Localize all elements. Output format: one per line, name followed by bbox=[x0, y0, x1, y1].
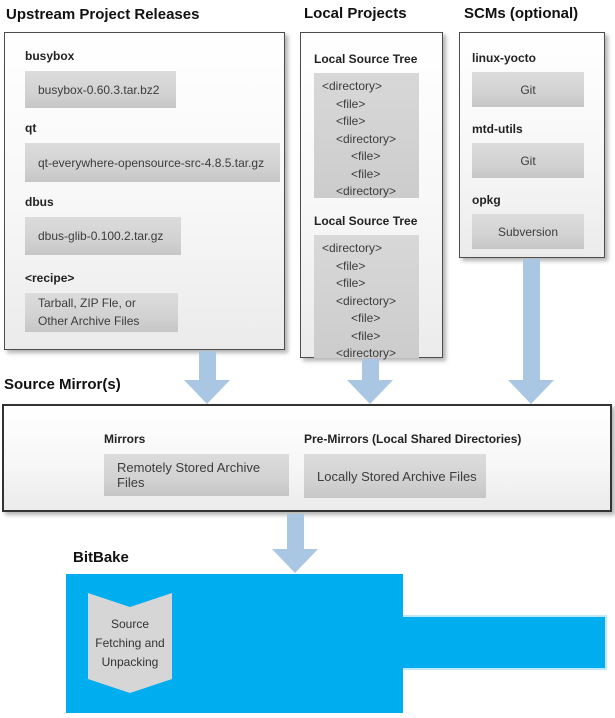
scms-panel: linux-yocto Git mtd-utils Git opkg Subve… bbox=[459, 32, 605, 258]
scm-box: Git bbox=[472, 72, 584, 107]
upstream-title: Upstream Project Releases bbox=[6, 6, 200, 23]
scm-label: opkg bbox=[472, 193, 501, 207]
tree-line: <file> bbox=[351, 311, 381, 325]
source-mirrors-title: Source Mirror(s) bbox=[4, 376, 121, 393]
package-archive-box: qt-everywhere-opensource-src-4.8.5.tar.g… bbox=[25, 143, 280, 182]
source-tree-label: Local Source Tree bbox=[314, 214, 418, 228]
scms-title: SCMs (optional) bbox=[464, 5, 579, 22]
arrow-head bbox=[272, 549, 318, 573]
arrow-stem bbox=[286, 514, 304, 549]
tree-line: <file> bbox=[336, 114, 366, 128]
tree-line: <file> bbox=[336, 276, 366, 290]
tree-line: <file> bbox=[351, 149, 381, 163]
arrow-stem bbox=[198, 351, 216, 380]
scm-box: Git bbox=[472, 143, 584, 178]
arrow-stem bbox=[361, 359, 379, 380]
tree-line: <file> bbox=[351, 166, 381, 181]
source-tree-box: <directory> <file> <file> <directory> <f… bbox=[314, 73, 419, 198]
mirrors-group: Mirrors Remotely Stored Archive Files bbox=[104, 432, 289, 496]
source-fetching-chevron: Source Fetching and Unpacking bbox=[88, 593, 172, 693]
tree-line: <file> bbox=[336, 96, 366, 111]
mirrors-label: Mirrors bbox=[104, 432, 146, 446]
arrow-head bbox=[347, 380, 393, 404]
arrow-head bbox=[184, 380, 230, 404]
local-projects-panel: Local Source Tree <directory> <file> <fi… bbox=[300, 32, 443, 360]
source-tree-box: <directory> <file> <file> <directory> <f… bbox=[314, 235, 419, 360]
tree-line: <directory> bbox=[336, 293, 397, 308]
tree-line: <file> bbox=[351, 328, 381, 343]
scm-box: Subversion bbox=[472, 214, 584, 249]
arrow-head bbox=[508, 380, 554, 404]
mirrors-box: Remotely Stored Archive Files bbox=[104, 454, 289, 496]
package-archive-box: Tarball, ZIP Fle, or Other Archive Files bbox=[25, 293, 178, 332]
source-tree-label: Local Source Tree bbox=[314, 52, 418, 66]
tree-line: <file> bbox=[336, 258, 366, 273]
tree-line: <directory> bbox=[322, 79, 383, 93]
tree-line: <directory> bbox=[336, 184, 397, 198]
bitbake-title: BitBake bbox=[73, 549, 129, 566]
source-mirrors-panel: Mirrors Remotely Stored Archive Files Pr… bbox=[2, 404, 612, 512]
tree-line: <directory> bbox=[336, 131, 397, 146]
upstream-panel: busybox busybox-0.60.3.tar.bz2 qt qt-eve… bbox=[4, 32, 285, 350]
arrow-scms-to-mirrors bbox=[508, 259, 554, 404]
arrow-stem bbox=[522, 259, 540, 380]
scm-label: mtd-utils bbox=[472, 122, 523, 136]
package-label: dbus bbox=[25, 195, 54, 209]
premirrors-box: Locally Stored Archive Files bbox=[304, 454, 486, 498]
package-label: qt bbox=[25, 121, 37, 135]
arrow-mirrors-to-bitbake bbox=[272, 514, 318, 573]
package-label: busybox bbox=[25, 49, 75, 63]
bitbake-pipeline-bar bbox=[401, 615, 607, 670]
tree-line: <directory> bbox=[322, 241, 383, 255]
arrow-upstream-to-mirrors bbox=[184, 351, 230, 404]
tree-line: <directory> bbox=[336, 346, 397, 360]
scm-label: linux-yocto bbox=[472, 51, 537, 65]
arrow-local-to-mirrors bbox=[347, 359, 393, 404]
package-label: <recipe> bbox=[25, 271, 75, 285]
local-projects-title: Local Projects bbox=[304, 5, 407, 22]
package-archive-box: dbus-glib-0.100.2.tar.gz bbox=[25, 217, 181, 255]
premirrors-group: Pre-Mirrors (Local Shared Directories) L… bbox=[304, 432, 521, 498]
premirrors-label: Pre-Mirrors (Local Shared Directories) bbox=[304, 432, 522, 446]
package-archive-box: busybox-0.60.3.tar.bz2 bbox=[25, 71, 176, 108]
